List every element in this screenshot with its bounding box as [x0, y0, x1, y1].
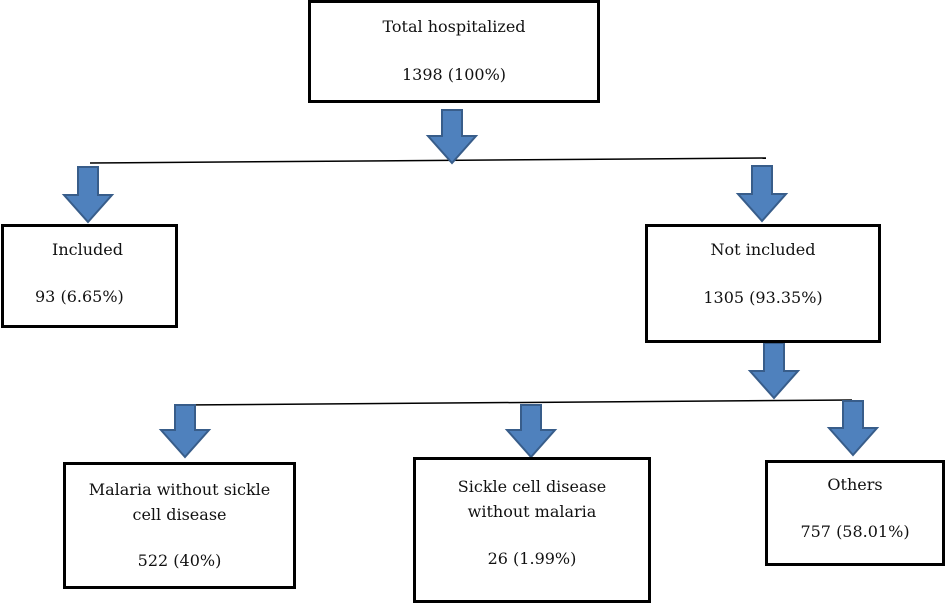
included-box: Included 93 (6.65%) — [1, 224, 178, 328]
malaria-value: 522 (40%) — [137, 551, 222, 570]
down-arrow-included-icon — [61, 166, 115, 224]
included-value: 93 (6.65%) — [35, 287, 124, 306]
malaria-box: Malaria without sickle cell disease 522 … — [63, 462, 296, 589]
total-hospitalized-value: 1398 (100%) — [401, 65, 507, 84]
not-included-box: Not included 1305 (93.35%) — [645, 224, 881, 343]
down-arrow-not-included-icon — [735, 165, 789, 223]
total-hospitalized-box: Total hospitalized 1398 (100%) — [308, 0, 600, 103]
sickle-cell-box: Sickle cell disease without malaria 26 (… — [413, 457, 651, 603]
sickle-cell-title-line1: Sickle cell disease — [457, 477, 607, 496]
down-arrow-root-icon — [425, 109, 479, 165]
included-title: Included — [52, 240, 123, 259]
down-arrow-malaria-icon — [158, 404, 212, 459]
malaria-title-line2: cell disease — [132, 505, 227, 524]
others-box: Others 757 (58.01%) — [765, 460, 945, 566]
sickle-cell-value: 26 (1.99%) — [487, 549, 577, 568]
malaria-title-line1: Malaria without sickle — [88, 480, 271, 499]
not-included-value: 1305 (93.35%) — [703, 288, 823, 307]
sickle-cell-title-line2: without malaria — [467, 502, 597, 521]
down-arrow-breakdown-icon — [747, 342, 801, 400]
not-included-title: Not included — [710, 240, 816, 259]
down-arrow-others-icon — [826, 400, 880, 457]
top-connector-line — [89, 157, 767, 164]
others-value: 757 (58.01%) — [800, 522, 910, 541]
bottom-connector-line — [181, 399, 853, 406]
total-hospitalized-title: Total hospitalized — [382, 17, 526, 36]
down-arrow-sickle-cell-icon — [504, 404, 558, 459]
others-title: Others — [827, 475, 883, 494]
